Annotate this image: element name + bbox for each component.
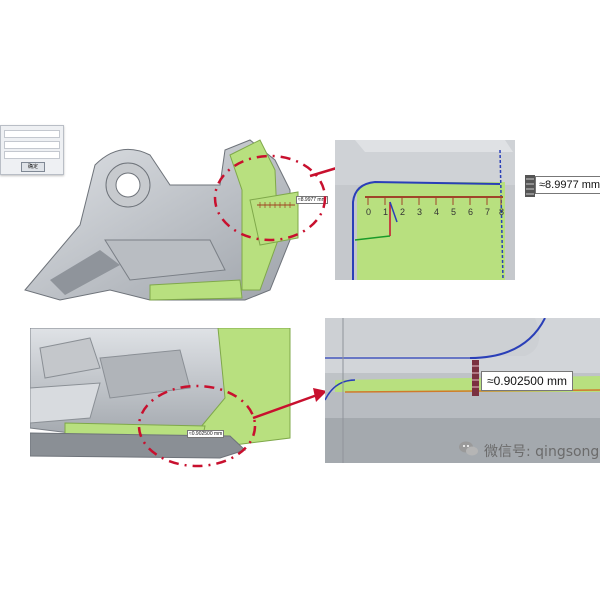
- ok-button[interactable]: 确定: [21, 162, 45, 172]
- ruler-tick-label: 3: [417, 207, 423, 217]
- zoom-detail-bottom: [325, 318, 600, 463]
- ruler-tick-label: 6: [468, 207, 474, 217]
- dialog-field-3[interactable]: [4, 151, 60, 159]
- measurement-label-bottom-large: ≈0.902500 mm: [481, 371, 573, 391]
- ruler-tick-label: 2: [400, 207, 406, 217]
- wechat-icon: [459, 441, 478, 456]
- dimension-handle-top[interactable]: [523, 175, 537, 197]
- watermark-text: 微信号: qingsong: [484, 444, 600, 460]
- ruler-tick-label: 5: [451, 207, 457, 217]
- measurement-label-top-large: ≈8.9977 mm: [535, 176, 600, 194]
- dialog-fragment: 确定: [0, 125, 64, 175]
- dialog-field-2[interactable]: [4, 141, 60, 149]
- part-overview-bottom: [30, 328, 295, 468]
- callout-bottom: [137, 384, 327, 468]
- ruler-tick-label: 8: [499, 207, 505, 217]
- zoom-detail-top: [335, 140, 515, 280]
- ruler-tick-label: 4: [434, 207, 440, 217]
- part-overview-top: [24, 139, 299, 301]
- measurement-label-bottom-small: ≈0.902500 mm: [187, 430, 225, 438]
- dialog-field-1[interactable]: [4, 130, 60, 138]
- ruler-tick-label: 0: [366, 207, 372, 217]
- measurement-label-top-small: ≈8.9977 mm: [296, 196, 328, 204]
- ruler-tick-labels: 0 1 2 3 4 5 6 7 8: [363, 207, 513, 219]
- ruler-tick-label: 1: [383, 207, 389, 217]
- ruler-tick-label: 7: [485, 207, 491, 217]
